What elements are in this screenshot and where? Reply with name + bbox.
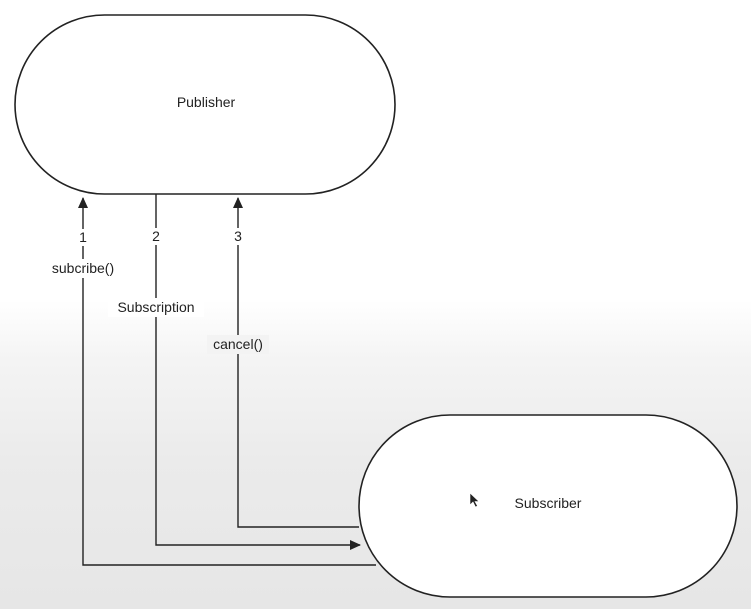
subscribe-number: 1 — [79, 229, 87, 245]
cancel-label: cancel() — [213, 336, 263, 352]
edge-cancel: 3 cancel() — [207, 197, 359, 528]
subscription-arrow — [155, 194, 361, 550]
cancel-number: 3 — [234, 228, 242, 244]
edge-subscription: 2 Subscription — [108, 194, 361, 550]
edge-subscribe: 1 subcribe() — [44, 197, 376, 566]
subscribe-arrow — [78, 197, 376, 566]
subscription-number: 2 — [152, 228, 160, 244]
publisher-shape — [14, 14, 396, 195]
publisher-label: Publisher — [177, 94, 236, 110]
cancel-arrow — [233, 197, 359, 528]
subscriber-label: Subscriber — [515, 495, 582, 511]
subscriber-shape — [358, 414, 738, 598]
mouse-pointer-icon — [469, 492, 480, 508]
subscriber-node[interactable]: Subscriber — [358, 414, 738, 598]
subscription-label: Subscription — [117, 299, 194, 315]
publisher-node[interactable]: Publisher — [14, 14, 396, 195]
subscribe-label: subcribe() — [52, 260, 114, 276]
